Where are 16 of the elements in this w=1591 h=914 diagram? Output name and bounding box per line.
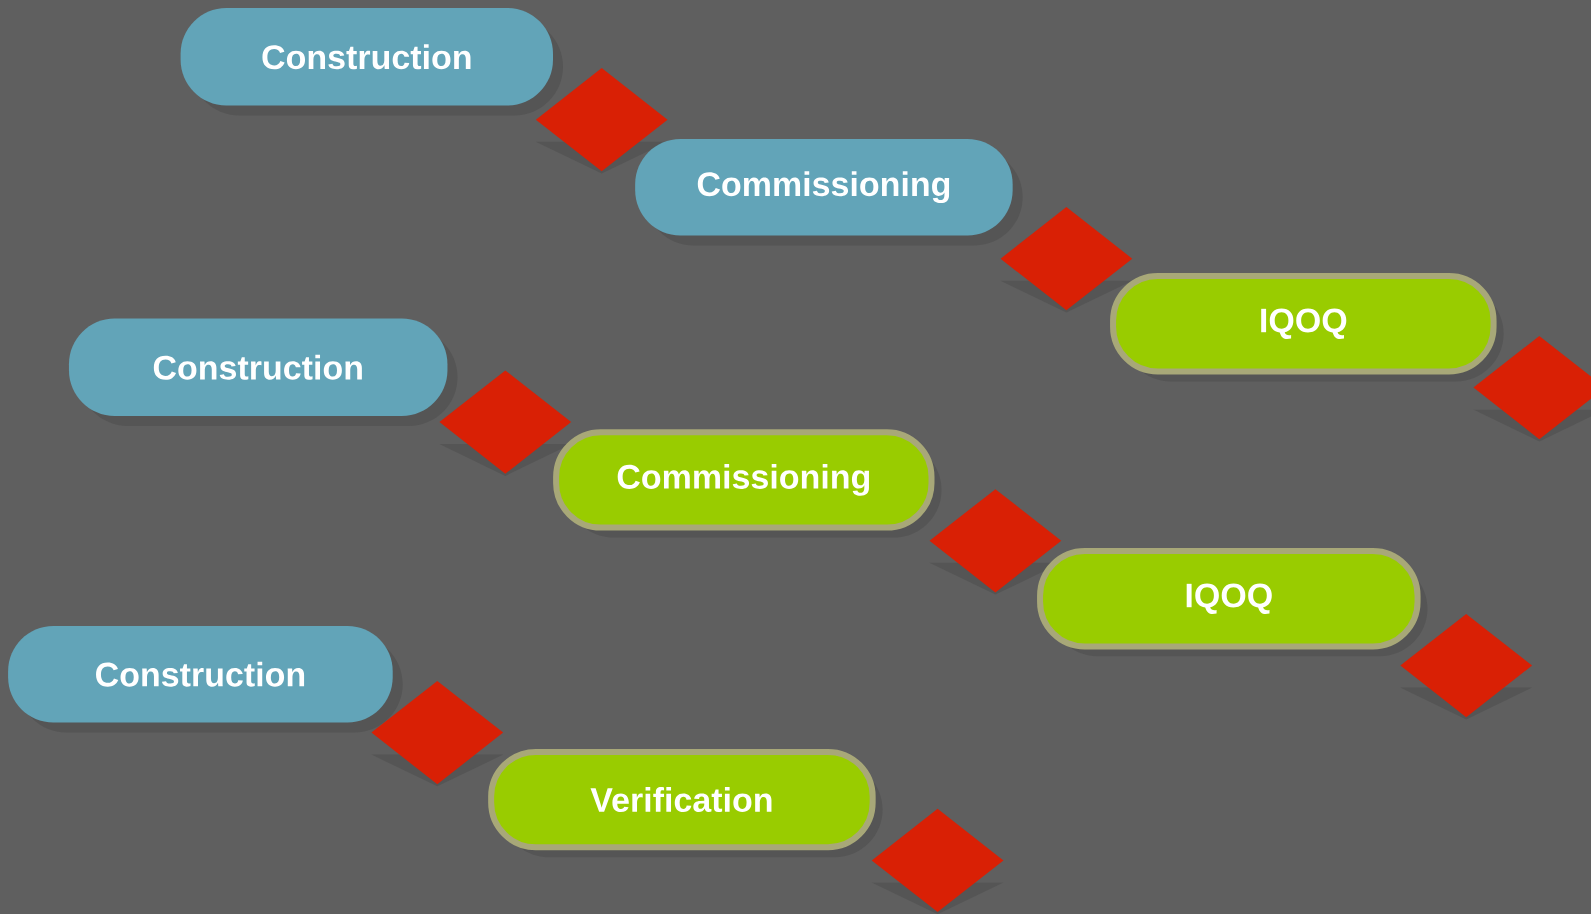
milestone-diamond [371,680,504,787]
stage-pill: Construction [68,318,458,426]
stage-pill: IQOQ [1037,548,1428,657]
milestone-diamond [1473,335,1591,442]
milestone-diamond [871,808,1004,914]
milestone-diamond [439,370,572,476]
milestone-diamond [1400,613,1533,720]
stage-pill: Commissioning [553,429,942,538]
stage-pill: Construction [8,626,403,733]
stage-pill: Construction [180,8,563,116]
stage-pill: Verification [488,748,883,858]
milestone-diamond [929,489,1062,595]
stage-pill: IQOQ [1110,273,1504,382]
milestone-diamond [1000,207,1133,313]
milestone-diamond [535,68,668,174]
stage-pill: Commissioning [635,139,1023,246]
